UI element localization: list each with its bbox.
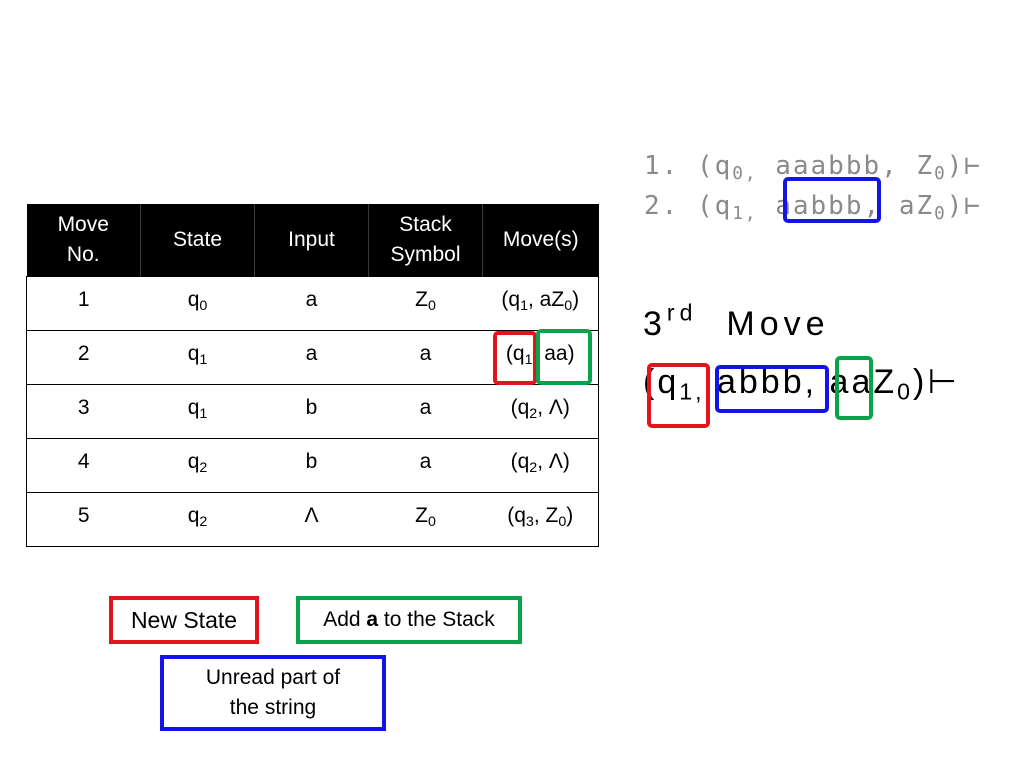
cell-stack-symbol: Z0 <box>368 276 483 331</box>
cell-input: a <box>254 276 369 331</box>
cell-input: Λ <box>254 492 369 547</box>
cell-input: b <box>254 438 369 493</box>
id-unread-highlight <box>783 177 881 223</box>
cell-stack-symbol: Z0 <box>368 492 483 547</box>
cell-move-no: 4 <box>26 438 141 493</box>
table-new-state-highlight <box>493 331 537 385</box>
id-line-1: 1. (q0, aaabbb, Z0)⊢ <box>644 151 983 184</box>
cell-move-no: 5 <box>26 492 141 547</box>
header-state: State <box>140 204 255 277</box>
cell-input: b <box>254 384 369 439</box>
cell-input: a <box>254 330 369 385</box>
cell-moves: (q2, Λ) <box>482 438 599 493</box>
table-row: 4 q2 b a (q2, Λ) <box>26 438 599 493</box>
move-unread-highlight <box>715 365 829 413</box>
table-row: 5 q2 Λ Z0 (q3, Z0) <box>26 492 599 547</box>
header-input: Input <box>254 204 369 277</box>
move-new-state-highlight <box>647 363 710 428</box>
legend-add-stack: Add a to the Stack <box>296 596 522 644</box>
move-title: 3rd Move <box>643 299 830 343</box>
cell-state: q0 <box>140 276 255 331</box>
cell-state: q1 <box>140 384 255 439</box>
cell-state: q2 <box>140 492 255 547</box>
header-moves: Move(s) <box>482 204 599 277</box>
cell-move-no: 3 <box>26 384 141 439</box>
cell-moves: (q2, Λ) <box>482 384 599 439</box>
cell-stack-symbol: a <box>368 438 483 493</box>
move-add-stack-highlight <box>835 356 873 420</box>
cell-moves: (q1, aZ0) <box>482 276 599 331</box>
cell-moves: (q3, Z0) <box>482 492 599 547</box>
cell-state: q2 <box>140 438 255 493</box>
cell-move-no: 1 <box>26 276 141 331</box>
move-instantaneous-description: (q1, abbb, aaZ0)⊢ <box>643 363 960 405</box>
cell-stack-symbol: a <box>368 330 483 385</box>
cell-stack-symbol: a <box>368 384 483 439</box>
instantaneous-descriptions: 1. (q0, aaabbb, Z0)⊢ 2. (q1, aabbb, aZ0)… <box>644 146 982 226</box>
cell-state: q1 <box>140 330 255 385</box>
table-row: 1 q0 a Z0 (q1, aZ0) <box>26 276 599 331</box>
cell-move-no: 2 <box>26 330 141 385</box>
table-add-stack-highlight <box>536 329 592 385</box>
id-line-2: 2. (q1, aabbb, aZ0)⊢ <box>644 191 983 224</box>
legend-new-state: New State <box>109 596 259 644</box>
table-row: 3 q1 b a (q2, Λ) <box>26 384 599 439</box>
